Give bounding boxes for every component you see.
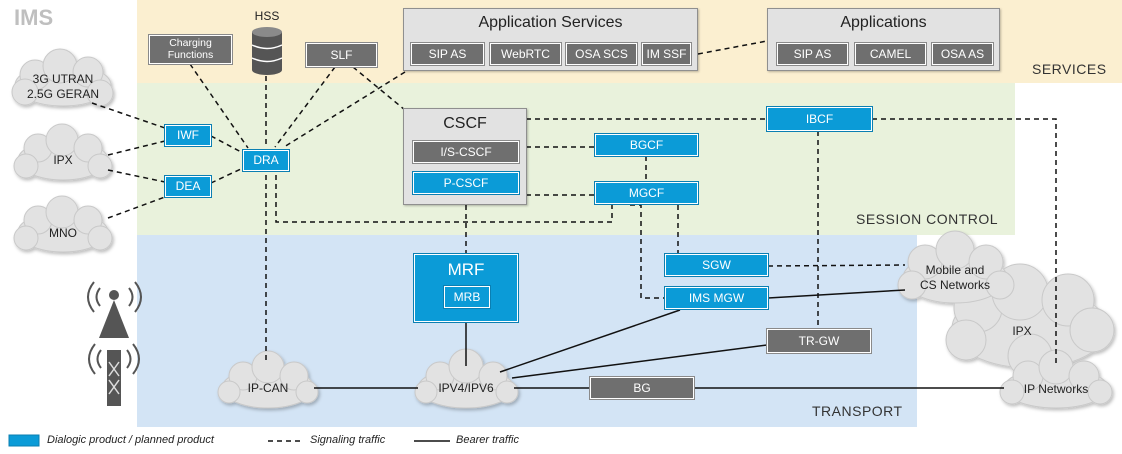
charging-functions-node[interactable]: Charging Functions	[149, 35, 232, 64]
ipx-right-cloud-label: IPX	[1012, 324, 1032, 338]
cell-tower-icon	[87, 281, 142, 338]
applications-osa-as-node[interactable]: OSA AS	[932, 43, 993, 65]
cloud-mno	[13, 195, 113, 253]
signaling-links	[91, 40, 1057, 364]
base-station-icon	[88, 343, 140, 406]
cloud-utran	[11, 48, 114, 107]
bg-node[interactable]: BG	[590, 377, 694, 399]
transport-layer-label: TRANSPORT	[812, 403, 903, 419]
applications-title: Applications	[840, 14, 927, 31]
mrb-node[interactable]: MRB	[444, 286, 490, 308]
mobile-cs-label-line-2: CS Networks	[919, 278, 990, 292]
services-layer-label: SERVICES	[1032, 61, 1107, 77]
ipx-left-cloud-label: IPX	[53, 153, 73, 167]
cloud-ip-can	[217, 350, 319, 409]
hss-database-icon	[251, 27, 283, 75]
slf-node[interactable]: SLF	[306, 43, 377, 67]
applications-camel-node[interactable]: CAMEL	[855, 43, 926, 65]
dra-node[interactable]: DRA	[243, 150, 289, 171]
legend-product-text: Dialogic product / planned product	[47, 434, 214, 446]
i-s-cscf-node[interactable]: I/S-CSCF	[413, 141, 519, 163]
charging-label-line-2: Functions	[167, 48, 214, 61]
ipv4v6-cloud-label: IPV4/IPV6	[438, 381, 494, 395]
cscf-title: CSCF	[443, 115, 487, 132]
dea-node[interactable]: DEA	[165, 176, 211, 197]
app-services-sip-as-node[interactable]: SIP AS	[411, 43, 484, 65]
cloud-ipx-left	[13, 123, 113, 181]
app-services-osa-scs-node[interactable]: OSA SCS	[566, 43, 637, 65]
mobile-cs-label-line-1: Mobile and	[925, 263, 985, 277]
utran-label-line-2: 2.5G GERAN	[26, 87, 100, 101]
ims-title: IMS	[14, 5, 54, 30]
legend-signaling-text: Signaling traffic	[310, 434, 386, 446]
application-services-title: Application Services	[478, 14, 623, 31]
mno-cloud-label: MNO	[49, 226, 77, 240]
bgcf-node[interactable]: BGCF	[595, 134, 698, 156]
ip-can-cloud-label: IP-CAN	[247, 381, 289, 395]
p-cscf-node[interactable]: P-CSCF	[413, 172, 519, 194]
utran-label-line-1: 3G UTRAN	[32, 72, 94, 86]
app-services-webrtc-node[interactable]: WebRTC	[490, 43, 561, 65]
ims-mgw-node[interactable]: IMS MGW	[665, 287, 768, 309]
cloud-mobile-cs	[897, 230, 1015, 304]
ip-networks-cloud-label: IP Networks	[1023, 382, 1089, 396]
mrf-node[interactable]: MRF	[414, 254, 518, 322]
legend-product-swatch	[8, 434, 40, 447]
ibcf-node[interactable]: IBCF	[767, 107, 872, 131]
cloud-ip-networks	[999, 349, 1113, 409]
charging-label-line-1: Charging	[169, 37, 212, 50]
mrf-title: MRF	[447, 260, 485, 279]
hss-label: HSS	[254, 9, 280, 23]
session-control-layer-label: SESSION CONTROL	[856, 211, 999, 227]
legend-bearer-text: Bearer traffic	[456, 434, 519, 446]
iwf-node[interactable]: IWF	[165, 125, 211, 146]
cloud-ipv4v6	[414, 348, 519, 409]
sgw-node[interactable]: SGW	[665, 254, 768, 276]
mgcf-node[interactable]: MGCF	[595, 182, 698, 204]
mobile-cs-cloud-label: Mobile and CS Networks	[905, 263, 1005, 293]
tr-gw-node[interactable]: TR-GW	[767, 329, 871, 353]
app-services-im-ssf-node[interactable]: IM SSF	[642, 43, 691, 65]
applications-sip-as-node[interactable]: SIP AS	[777, 43, 848, 65]
utran-cloud-label: 3G UTRAN 2.5G GERAN	[13, 72, 113, 102]
